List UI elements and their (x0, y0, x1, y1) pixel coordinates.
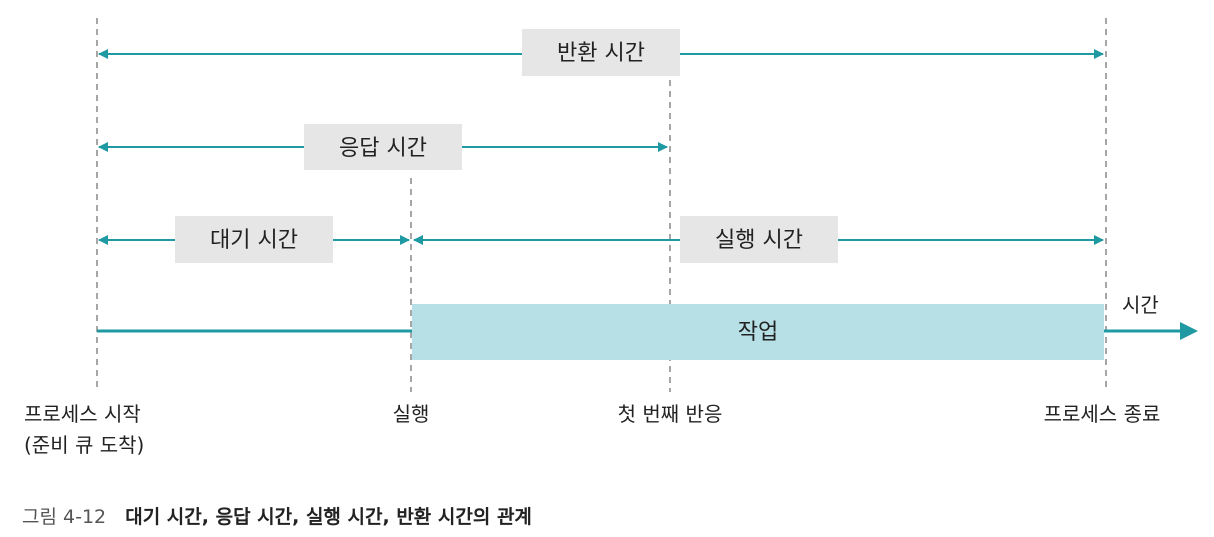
turnaround-time-label: 반환 시간 (557, 41, 645, 66)
time-axis-label: 시간 (1122, 293, 1159, 317)
marker-process-start-line2: (준비 큐 도착) (24, 433, 144, 457)
turnaround-time-label-box (522, 29, 680, 76)
figure-caption-number: 그림 4-12 (22, 506, 106, 528)
time-axis-arrowhead (1180, 322, 1198, 340)
marker-execution-start: 실행 (393, 402, 430, 426)
waiting-time-label: 대기 시간 (210, 228, 298, 253)
marker-process-end: 프로세스 종료 (1044, 402, 1161, 426)
response-time-label: 응답 시간 (339, 136, 427, 161)
job-label: 작업 (738, 320, 778, 345)
execution-time-label: 실행 시간 (715, 228, 803, 253)
response-time-label-box (304, 124, 462, 170)
marker-process-start-line1: 프로세스 시작 (24, 402, 141, 426)
marker-first-response: 첫 번째 반응 (618, 402, 723, 426)
figure-caption: 그림 4-12 대기 시간, 응답 시간, 실행 시간, 반환 시간의 관계 (22, 506, 532, 528)
job-bar (412, 304, 1104, 360)
waiting-time-label-box (175, 216, 333, 263)
execution-time-label-box (680, 216, 838, 263)
figure-caption-title: 대기 시간, 응답 시간, 실행 시간, 반환 시간의 관계 (125, 506, 532, 528)
